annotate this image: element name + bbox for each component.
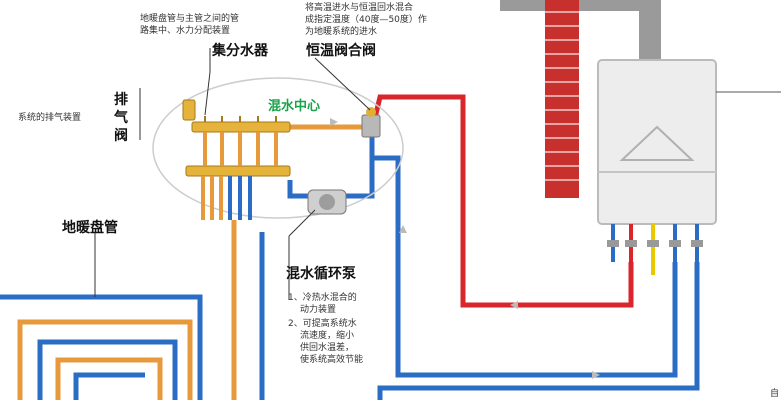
- manifold-label: 集分水器: [211, 42, 269, 59]
- thermostatic-valve: [361, 107, 381, 138]
- vent-valve-label-3: 阀: [114, 127, 128, 144]
- pump-note-line-1: 1、冷热水混合的: [288, 291, 357, 303]
- top-note-line-2: 路集中、水力分配装置: [140, 24, 230, 36]
- thermo-note-line-1: 将高温进水与恒温回水混合: [305, 1, 413, 13]
- manifold: [182, 99, 291, 220]
- top-note-line-1: 地暖盘管与主管之间的管: [140, 12, 239, 24]
- vent-note: 系统的排气装置: [18, 111, 81, 123]
- mixing-pump: [307, 189, 347, 215]
- pump-label: 混水循环泵: [286, 265, 356, 282]
- thermo-valve-label: 恒温阀合阀: [306, 42, 376, 59]
- leader-lines: [94, 48, 371, 300]
- floor-coil-label: 地暖盘管: [62, 219, 118, 236]
- pump-note-line-5: 供回水温差，: [300, 341, 354, 353]
- vent-valve-label-1: 排: [114, 91, 128, 108]
- pump-note-line-4: 流速度，缩小: [300, 329, 354, 341]
- thermo-note-line-3: 为地暖系统的进水: [305, 25, 377, 37]
- mix-center-label: 混水中心: [268, 98, 320, 114]
- flue-pipe: [500, 0, 661, 60]
- pump-note-line-2: 动力装置: [300, 303, 336, 315]
- vent-valve-label-2: 气: [113, 109, 128, 126]
- boiler-valves: [607, 224, 703, 275]
- floor-coils: [0, 294, 203, 400]
- thermo-note-line-2: 成指定温度（40度—50度）作: [305, 13, 427, 25]
- hot-supply-pipe: [372, 94, 634, 308]
- flow-arrows: [330, 118, 600, 379]
- pump-note-line-6: 使系统高效节能: [300, 353, 363, 365]
- corner-text: 自: [770, 387, 779, 399]
- chimney: [545, 0, 579, 198]
- return-pipe-2: [377, 262, 700, 400]
- pump-note-line-3: 2、可提高系统水: [288, 317, 357, 329]
- mix-center-outline: [152, 77, 404, 219]
- boiler: [597, 59, 781, 225]
- return-pipe: [369, 130, 678, 378]
